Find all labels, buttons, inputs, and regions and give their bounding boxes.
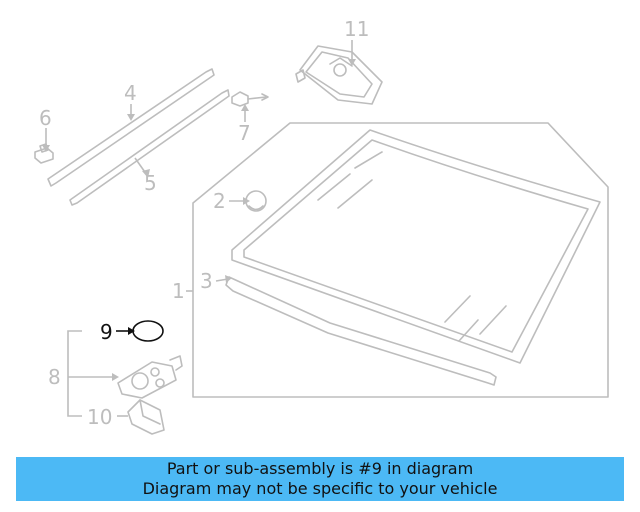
callout-10: 10 xyxy=(87,405,112,429)
windshield-glass[interactable] xyxy=(231,129,601,364)
arrowheads xyxy=(42,59,356,381)
trim-strip-part-5[interactable] xyxy=(69,89,230,206)
callout-5: 5 xyxy=(144,171,157,195)
callout-7: 7 xyxy=(238,121,251,145)
callout-4: 4 xyxy=(124,81,137,105)
callout-8: 8 xyxy=(48,365,61,389)
windshield-panel-outline xyxy=(192,122,609,398)
sensor-assembly-part-8[interactable] xyxy=(117,355,183,399)
info-banner: Part or sub-assembly is #9 in diagram Di… xyxy=(16,457,624,501)
callout-3: 3 xyxy=(200,269,213,293)
callout-9: 9 xyxy=(100,320,113,344)
windshield-molding[interactable] xyxy=(225,276,497,386)
leader-lines xyxy=(45,40,353,417)
banner-line-1: Part or sub-assembly is #9 in diagram xyxy=(166,459,474,478)
callout-6: 6 xyxy=(39,106,52,130)
banner-line-2: Diagram may not be specific to your vehi… xyxy=(142,479,498,498)
module-part-11[interactable] xyxy=(295,45,383,105)
sensor-pad-part-9[interactable] xyxy=(132,320,164,342)
callout-2: 2 xyxy=(213,189,226,213)
trim-strip-part-4[interactable] xyxy=(47,68,215,187)
callout-11: 11 xyxy=(344,17,369,41)
fastener-part-7[interactable] xyxy=(231,91,269,107)
bracket-part-10[interactable] xyxy=(127,399,165,435)
callout-1: 1 xyxy=(172,279,185,303)
